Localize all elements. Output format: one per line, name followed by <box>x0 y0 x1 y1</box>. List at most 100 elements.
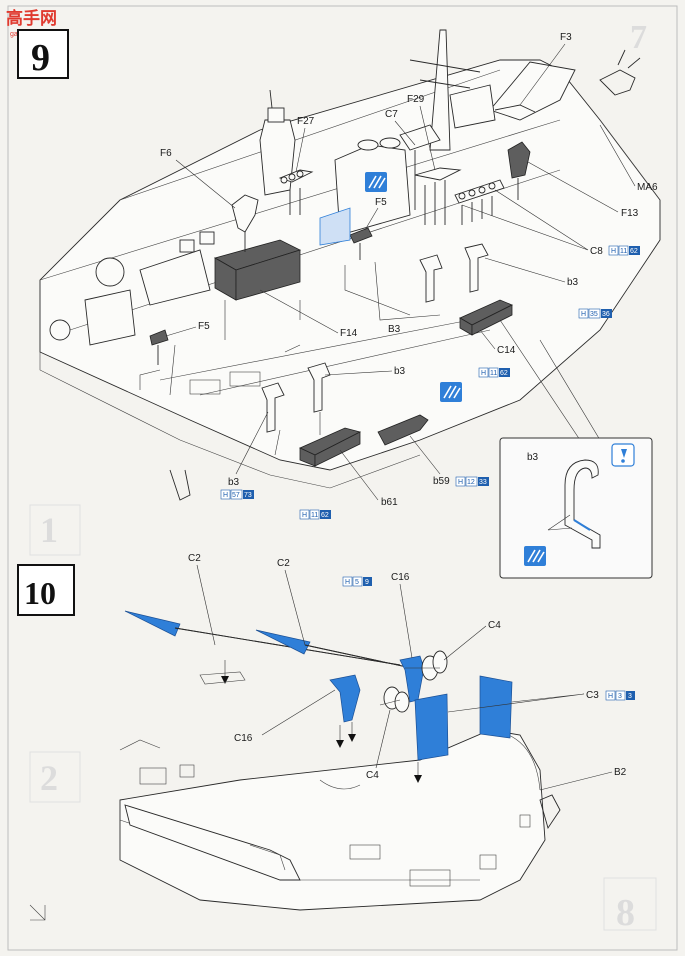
part-C16-left <box>329 674 361 723</box>
svg-text:H: H <box>345 579 350 586</box>
part-b59 <box>377 414 429 446</box>
ghost-box-1 <box>29 504 81 556</box>
part-b3-deck <box>419 254 443 303</box>
label-b3-detail: b3 <box>527 452 539 463</box>
part-b3-center-left <box>261 382 285 433</box>
ghost-box-8 <box>603 877 657 931</box>
svg-text:H: H <box>481 370 486 377</box>
svg-text:33: 33 <box>479 479 487 486</box>
step-9-marker: 9 <box>17 29 69 79</box>
part-F27 <box>278 169 314 215</box>
ghost-box-2 <box>29 751 81 803</box>
label-C14: C14 <box>497 345 516 356</box>
svg-text:H: H <box>223 492 228 499</box>
ghost-number-8: 8 <box>616 892 635 934</box>
part-F13 <box>507 141 531 200</box>
label-B2: B2 <box>614 767 627 778</box>
ghost-number-2: 2 <box>40 758 58 798</box>
part-F5-right <box>349 227 373 260</box>
badge-b61: H 11 62 <box>299 509 331 520</box>
badge-C2: H 5 9 <box>342 576 372 587</box>
label-b3-right: b3 <box>567 277 579 288</box>
watermark-text: 高手网 <box>6 8 57 28</box>
badge-C8: H 11 62 <box>608 245 640 256</box>
glue-icon <box>524 546 546 566</box>
label-b3-center: b3 <box>394 366 406 377</box>
part-F14-block <box>213 239 302 301</box>
part-C8 <box>454 179 505 225</box>
label-F27: F27 <box>297 116 315 127</box>
svg-text:H: H <box>608 693 613 700</box>
label-C7: C7 <box>385 109 398 120</box>
label-C16-bottom: C16 <box>234 733 253 744</box>
caution-icon <box>611 443 635 467</box>
ghost-number-1: 1 <box>40 510 58 550</box>
svg-text:H: H <box>581 311 586 318</box>
svg-text:73: 73 <box>244 492 252 499</box>
svg-text:3: 3 <box>618 693 622 700</box>
svg-text:3: 3 <box>628 693 632 700</box>
part-F6 <box>231 194 259 252</box>
label-C4-bottom: C4 <box>366 770 379 781</box>
label-C2-right: C2 <box>277 558 290 569</box>
label-F29: F29 <box>407 94 425 105</box>
label-F3: F3 <box>560 32 572 43</box>
step-9-guide-lines <box>139 261 601 456</box>
label-b59: b59 <box>433 476 450 487</box>
badge-b3-left: H 57 73 <box>220 489 254 500</box>
badge-b59: H 12 33 <box>455 476 489 487</box>
label-MA6: MA6 <box>637 182 658 193</box>
glue-icon <box>440 382 462 402</box>
svg-text:11: 11 <box>490 370 497 377</box>
svg-text:62: 62 <box>321 512 329 519</box>
corner-mark <box>29 904 46 921</box>
step-10-hull <box>119 729 561 911</box>
svg-text:35: 35 <box>590 311 598 318</box>
detail-inset-b3: b3 <box>499 437 653 579</box>
svg-text:H: H <box>458 479 463 486</box>
svg-text:36: 36 <box>602 311 610 318</box>
label-C8: C8 <box>590 246 603 257</box>
label-B3: B3 <box>388 324 401 335</box>
label-b3-left: b3 <box>228 477 240 488</box>
svg-text:9: 9 <box>365 579 369 586</box>
svg-text:57: 57 <box>232 492 240 499</box>
step-9-number: 9 <box>31 37 50 79</box>
part-b61 <box>299 427 362 467</box>
label-C3: C3 <box>586 690 599 701</box>
part-C4-upper <box>421 650 448 681</box>
label-F5-left: F5 <box>198 321 210 332</box>
label-F6: F6 <box>160 148 172 159</box>
svg-text:12: 12 <box>467 479 475 486</box>
ghost-number-7: 7 <box>630 19 647 56</box>
label-C4-top: C4 <box>488 620 501 631</box>
part-C4-lower <box>383 686 410 713</box>
step-10-marker: 10 <box>17 564 75 616</box>
label-C2-left: C2 <box>188 553 201 564</box>
label-b61: b61 <box>381 497 398 508</box>
part-b3-center <box>307 362 331 413</box>
svg-text:11: 11 <box>311 512 318 519</box>
part-C3-rudder-left <box>414 693 449 761</box>
badge-C3: H 3 3 <box>605 690 635 701</box>
svg-text:62: 62 <box>630 248 638 255</box>
badge-C14: H 11 62 <box>478 367 510 378</box>
part-C7 <box>399 124 441 210</box>
glue-icon <box>319 207 351 246</box>
glue-icon <box>365 172 387 192</box>
part-F5-left <box>149 329 169 365</box>
label-F13: F13 <box>621 208 639 219</box>
label-C16-top: C16 <box>391 572 410 583</box>
label-F14: F14 <box>340 328 358 339</box>
svg-text:62: 62 <box>500 370 508 377</box>
svg-text:11: 11 <box>620 248 627 255</box>
step-10-number: 10 <box>24 575 56 611</box>
svg-text:H: H <box>611 248 616 255</box>
part-b3-right <box>464 243 489 293</box>
part-C3-rudder-right <box>479 675 513 739</box>
page-border <box>7 5 678 951</box>
svg-text:H: H <box>302 512 307 519</box>
part-C14 <box>459 299 513 336</box>
